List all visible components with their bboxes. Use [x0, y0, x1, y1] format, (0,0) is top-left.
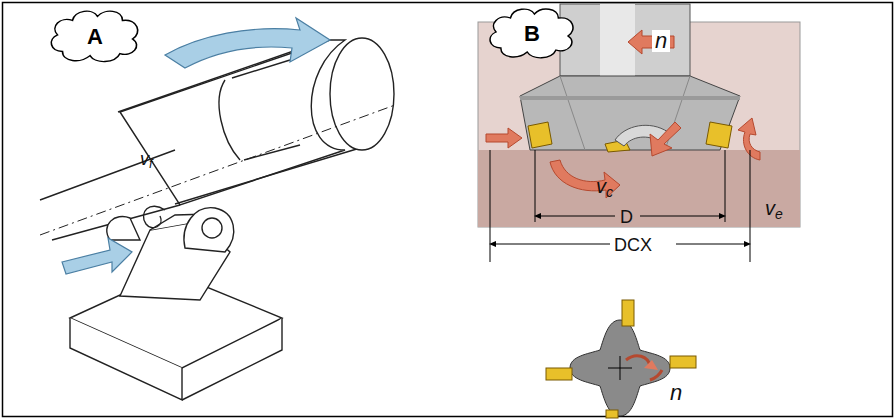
cloud-callout: A — [45, 6, 145, 68]
frame-border — [3, 3, 893, 417]
symbol-label: D — [620, 208, 633, 226]
milling-illustration — [478, 4, 800, 418]
turning-illustration — [40, 18, 395, 400]
symbol-label: vf — [140, 150, 153, 171]
symbol-label: n — [670, 382, 682, 404]
symbol-label: DCX — [614, 236, 652, 254]
cloud-callout: B — [484, 4, 580, 64]
symbol-label: ve — [765, 198, 783, 221]
symbol-label: vc — [596, 176, 613, 199]
figure-letter: A — [45, 24, 145, 50]
figure-letter: B — [484, 21, 580, 47]
symbol-label: n — [652, 30, 670, 52]
